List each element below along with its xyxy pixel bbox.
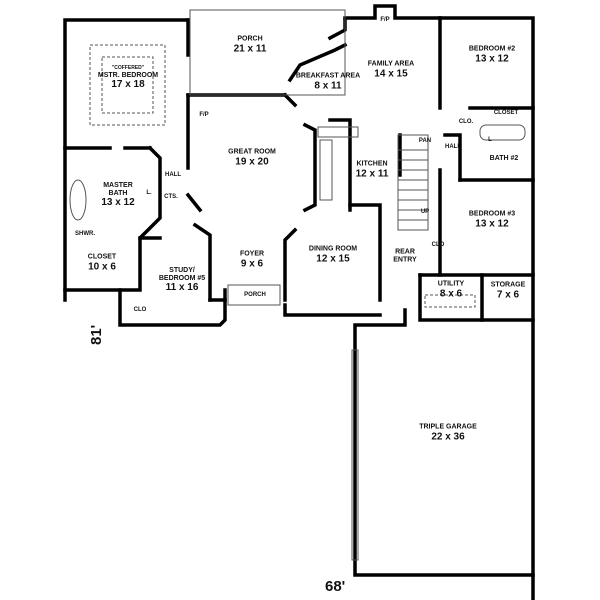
room-note: "COFFERED" (111, 64, 145, 71)
garage-door-side (351, 349, 359, 561)
room-dining-room: DINING ROOM 12 x 15 (309, 246, 357, 265)
room-size: 13 x 12 (475, 53, 509, 65)
room-rear-entry: REAR ENTRY (390, 248, 420, 263)
label-clo-bed3: CLO (431, 242, 445, 248)
label-pantry: PAN (418, 138, 432, 144)
coffered-ceiling-inner (101, 56, 154, 114)
room-family-area: FAMILY AREA 14 x 15 (368, 61, 414, 80)
utility-counter (424, 294, 476, 308)
room-size: 17 x 18 (111, 79, 145, 91)
room-name: UTILITY (437, 280, 465, 288)
porch-outline (189, 9, 346, 96)
label-shower: SHWR. (75, 231, 95, 237)
room-bedroom-3: BEDROOM #3 13 x 12 (469, 211, 515, 230)
label-stairs-up: UP (420, 209, 430, 215)
room-name: BEDROOM #3 (468, 210, 516, 218)
room-study: STUDY/ BEDROOM #5 11 x 16 (157, 267, 207, 293)
fireplace-great-room: F/P (199, 112, 209, 118)
room-name: STUDY/ BEDROOM #5 (158, 266, 206, 282)
room-name: REAR ENTRY (393, 248, 417, 263)
room-master-bath: MASTER BATH 13 x 12 (98, 182, 138, 208)
room-size: 21 x 11 (233, 43, 267, 55)
room-name: PORCH (237, 35, 263, 43)
room-name: KITCHEN (356, 160, 388, 168)
room-size: 19 x 20 (235, 156, 269, 168)
room-great-room: GREAT ROOM 19 x 20 (228, 149, 276, 168)
room-size: 8 x 11 (314, 80, 342, 92)
room-foyer: FOYER 9 x 6 (240, 251, 264, 270)
room-size: 12 x 11 (355, 168, 389, 180)
dimension-width: 68' (325, 578, 346, 595)
stairs (397, 134, 429, 231)
room-size: 12 x 15 (316, 253, 350, 265)
room-triple-garage: TRIPLE GARAGE 22 x 36 (419, 424, 477, 443)
room-bath-2: BATH #2 (490, 155, 519, 163)
room-size: 8 x 6 (439, 288, 463, 300)
room-name: GREAT ROOM (228, 148, 276, 156)
room-name: DINING ROOM (308, 245, 358, 253)
wall-master-bedroom (63, 18, 190, 302)
room-name: MSTR. BEDROOM (97, 71, 159, 79)
room-size: 13 x 12 (101, 197, 135, 209)
kitchen-island (319, 139, 333, 201)
label-front-porch: PORCH (244, 292, 266, 298)
label-clo-bed2: CLO. (458, 119, 474, 125)
kitchen-counter (317, 126, 359, 138)
room-breakfast-area: BREAKFAST AREA 8 x 11 (296, 73, 360, 92)
room-size: 7 x 6 (496, 289, 520, 301)
bath2-tub (479, 124, 526, 141)
room-size: 22 x 36 (431, 431, 465, 443)
room-size: 9 x 6 (240, 258, 264, 270)
master-tub (69, 179, 87, 221)
room-name: FAMILY AREA (367, 60, 415, 68)
label-closet-bed2: CLOSET (493, 110, 519, 116)
room-name: MASTER BATH (103, 181, 133, 197)
room-bedroom-2: BEDROOM #2 13 x 12 (469, 46, 515, 65)
room-closet: CLOSET 10 x 6 (88, 254, 116, 273)
room-master-bedroom: "COFFERED" MSTR. BEDROOM 17 x 18 (97, 64, 159, 91)
room-name: CLOSET (87, 253, 117, 261)
front-porch-outline (227, 284, 281, 306)
room-name: TRIPLE GARAGE (419, 423, 477, 431)
room-size: 13 x 12 (475, 218, 509, 230)
room-size: 10 x 6 (88, 261, 116, 273)
label-hall-left: HALL (165, 172, 181, 178)
label-hall-right: HALL (445, 144, 461, 150)
room-size: 11 x 16 (165, 282, 199, 294)
room-porch-rear: PORCH 21 x 11 (234, 36, 267, 55)
room-utility: UTILITY 8 x 6 (438, 281, 464, 300)
room-name: BATH #2 (489, 155, 519, 163)
dimension-depth: 81' (88, 324, 105, 345)
room-storage: STORAGE 7 x 6 (491, 282, 526, 301)
room-kitchen: KITCHEN 12 x 11 (356, 161, 389, 180)
room-size: 14 x 15 (374, 68, 408, 80)
room-name: BREAKFAST AREA (295, 72, 361, 80)
room-name: FOYER (239, 250, 265, 258)
coffered-ceiling-outer (89, 44, 166, 126)
label-linen: L. (146, 190, 152, 196)
label-cts: CTS. (164, 194, 178, 200)
room-name: BEDROOM #2 (468, 45, 516, 53)
label-linen-bath2: L (488, 137, 492, 143)
room-name: STORAGE (490, 281, 526, 289)
label-clo-study: CLO (133, 307, 147, 313)
fireplace-family: F/P (380, 17, 390, 23)
